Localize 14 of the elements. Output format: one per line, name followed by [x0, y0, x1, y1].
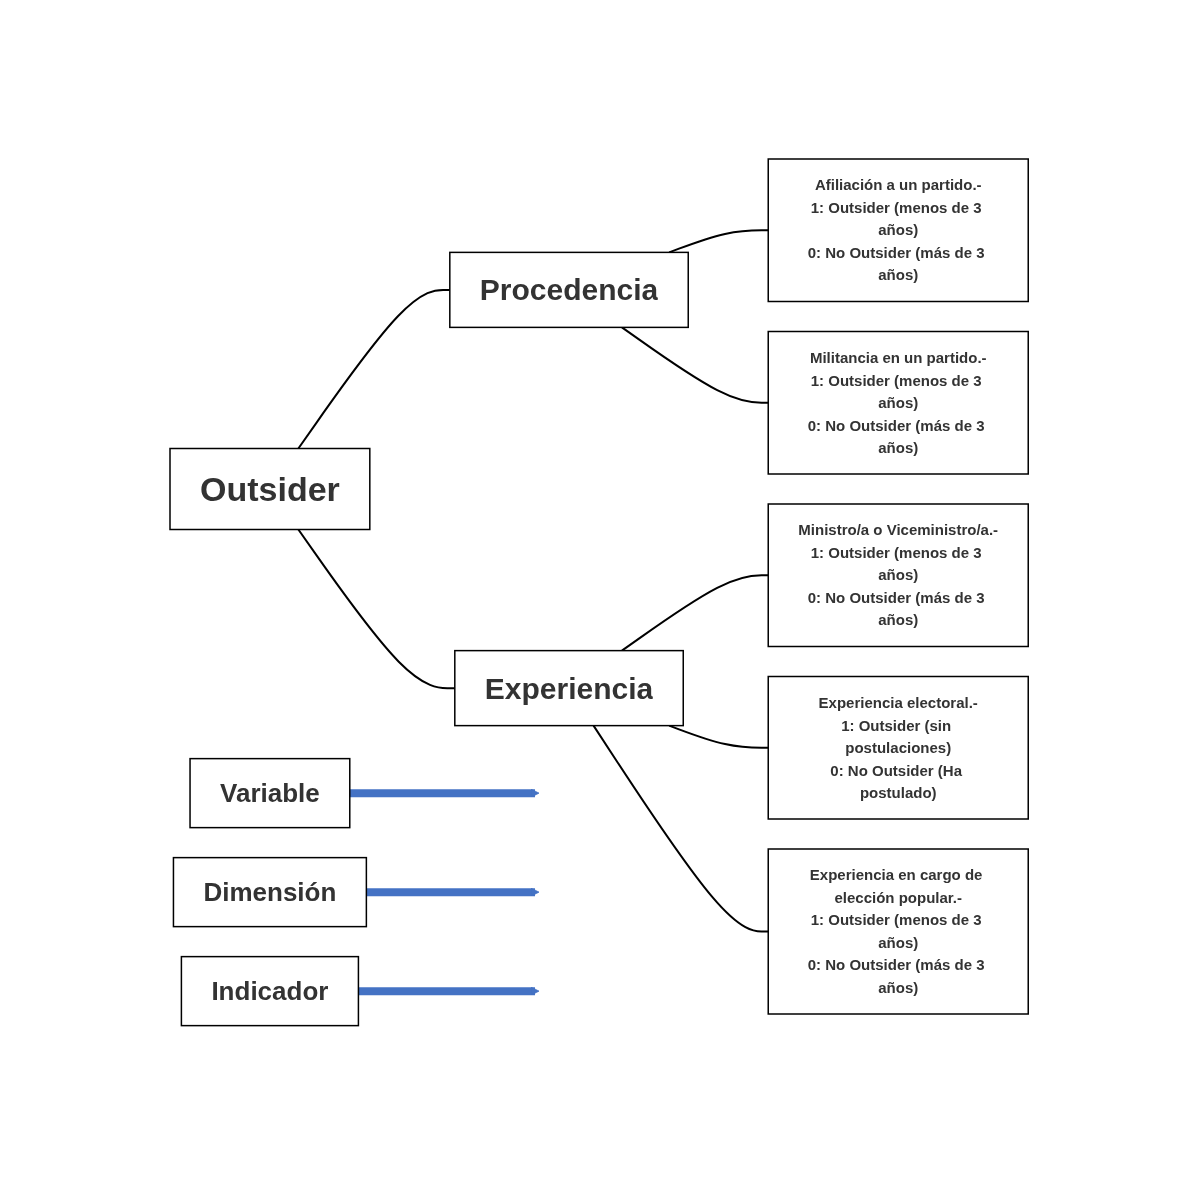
node-box: Variable [189, 758, 351, 829]
arrow [349, 788, 540, 798]
node-box: Indicador [180, 956, 360, 1027]
node-box: Ministro/a o Viceministro/a.- 1: Outsider (menos de 3 años) 0: No Outsider (más de 3 años) [767, 503, 1029, 648]
node-box: Procedencia [448, 251, 689, 329]
node-box: Dimensión [172, 857, 367, 928]
arrow [366, 887, 540, 897]
node-box: Outsider [169, 447, 371, 531]
node-box: Experiencia en cargo de elección popular.- 1: Outsider (menos de 3 años) 0: No Outsider (más de 3 años) [767, 848, 1029, 1015]
node-box: Afiliación a un partido.- 1: Outsider (menos de 3 años) 0: No Outsider (más de 3 años) [767, 158, 1029, 303]
arrow [358, 986, 540, 996]
node-box: Experiencia electoral.- 1: Outsider (sin postulaciones) 0: No Outsider (Ha postulado) [767, 675, 1029, 820]
node-box: Experiencia [453, 650, 684, 727]
node-box: Militancia en un partido.- 1: Outsider (menos de 3 años) 0: No Outsider (más de 3 años) [767, 330, 1029, 475]
